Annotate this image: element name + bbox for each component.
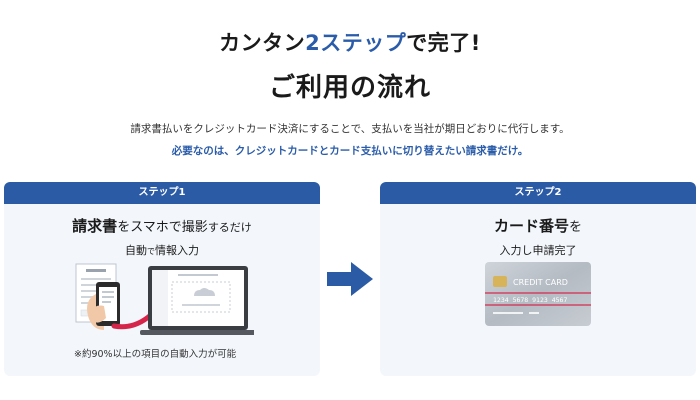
step2-title-rest: を	[569, 220, 583, 235]
card-number-text: 1234 5678 9123 4567	[493, 296, 567, 304]
page-title: ご利用の流れ	[268, 73, 431, 103]
step1-title-mid: をスマホで撮影	[117, 220, 208, 235]
headline-prefix: カンタン	[219, 31, 306, 55]
next-step-arrow-icon	[327, 262, 373, 296]
headline: カンタン2ステップで完了! ご利用の流れ	[0, 27, 700, 104]
cloud-upload-icon	[194, 288, 215, 296]
step1-title: 請求書をスマホで撮影するだけ	[4, 215, 320, 236]
step1-subtitle-a: 自動	[125, 244, 147, 257]
smartphone-icon	[87, 282, 120, 330]
step1-title-bold: 請求書	[72, 217, 118, 235]
headline-suffix: で完了!	[406, 31, 481, 55]
headline-line1: カンタン2ステップで完了!	[0, 27, 700, 57]
step1-title-small: するだけ	[207, 221, 252, 234]
step1-header: ステップ1	[4, 182, 320, 204]
card-label-text: CREDIT CARD	[513, 278, 568, 287]
intro-highlight: 必要なのは、クレジットカードとカード支払いに切り替えたい請求書だけ。	[171, 145, 529, 157]
step2-title: カード番号を	[380, 215, 696, 236]
intro-text: 請求書払いをクレジットカード決済にすることで、支払いを当社が期日どおりに代行しま…	[130, 123, 570, 135]
headline-accent: 2ステップ	[305, 31, 407, 55]
card-chip-icon	[493, 276, 507, 287]
step1-subtitle: 自動で情報入力	[4, 242, 320, 258]
step2-header: ステップ2	[380, 182, 696, 204]
step1-subtitle-c: 情報入力	[155, 244, 199, 257]
intro: 請求書払いをクレジットカード決済にすることで、支払いを当社が期日どおりに代行しま…	[0, 121, 700, 158]
laptop-icon	[140, 266, 254, 335]
invoice-scan-illustration	[75, 263, 254, 335]
step1-subtitle-b: で	[147, 247, 155, 256]
step2-title-bold: カード番号	[493, 217, 569, 235]
step1-card: ステップ1 請求書をスマホで撮影するだけ 自動で情報入力	[4, 182, 320, 376]
credit-card-illustration: CREDIT CARD 1234 5678 9123 4567	[485, 262, 591, 326]
step2-card: ステップ2 カード番号を 入力し申請完了 CREDIT CARD 1234 56…	[380, 182, 696, 376]
credit-card-icon	[485, 262, 591, 326]
step2-subtitle: 入力し申請完了	[499, 244, 577, 257]
step1-note: ※約90%以上の項目の自動入力が可能	[74, 349, 237, 360]
card-number-highlight	[485, 292, 591, 306]
